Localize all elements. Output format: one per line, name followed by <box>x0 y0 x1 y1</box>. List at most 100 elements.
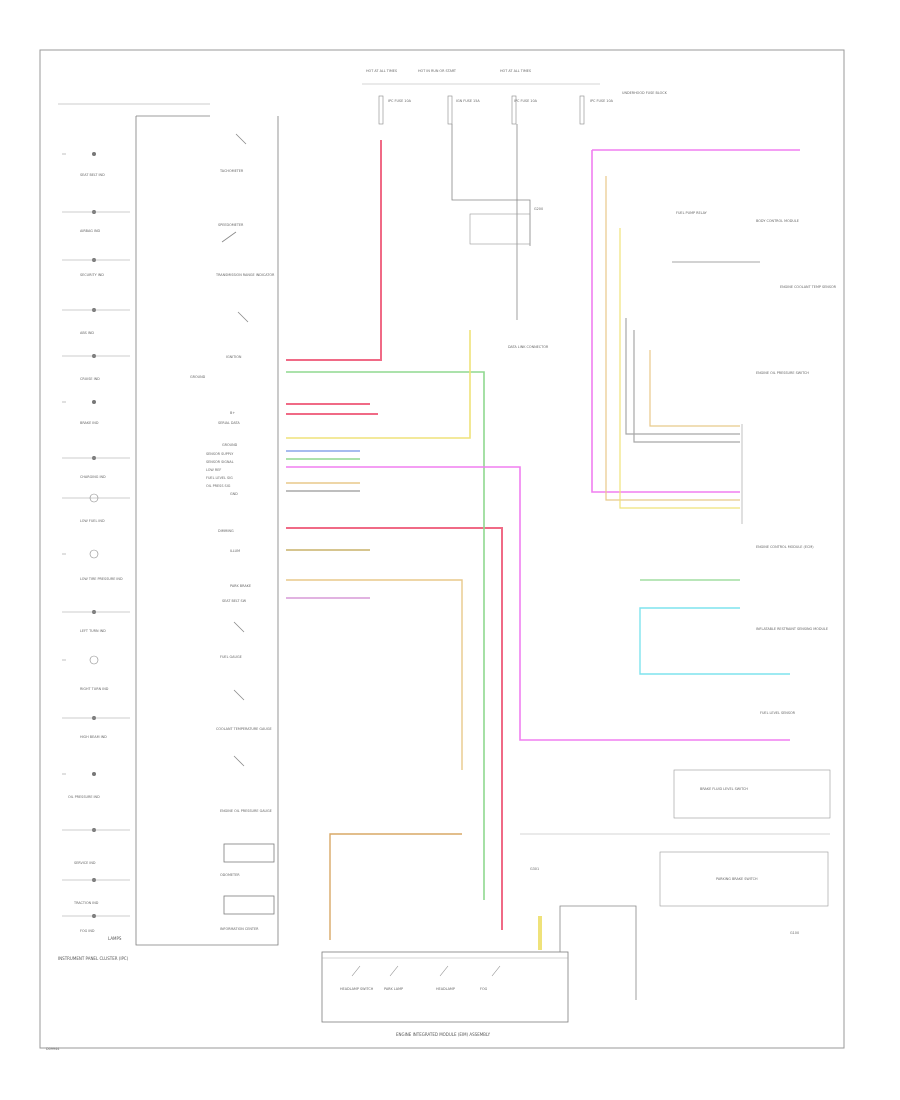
bottom-module: HEADLAMP SWITCH PARK LAMP HEADLAMP FOG E… <box>321 905 637 1037</box>
component-label: BRAKE FLUID LEVEL SWITCH <box>700 787 748 791</box>
indicator-label: ABS IND <box>80 331 94 335</box>
indicator-14: TRACTION IND <box>62 878 130 905</box>
indicator-label: FOG IND <box>80 929 95 933</box>
wire-tan-1 <box>286 579 463 770</box>
pin-label: SENSOR SUPPLY <box>206 452 234 456</box>
indicator-column: SEAT BELT IND AIRBAG IND SECURITY IND AB… <box>62 152 130 933</box>
fuse-label: IPC FUSE 10A <box>590 99 614 103</box>
right-components: FUEL PUMP RELAY BODY CONTROL MODULE ENGI… <box>520 211 837 935</box>
wire-red-1 <box>286 140 382 361</box>
wire-cyan <box>639 607 790 675</box>
wire-red-4 <box>286 527 503 930</box>
indicator-1: AIRBAG IND <box>62 210 130 233</box>
component-label: ENGINE OIL PRESSURE SWITCH <box>756 371 809 375</box>
indicator-label: RIGHT TURN IND <box>80 687 109 691</box>
indicator-4: CRUISE IND <box>62 354 130 381</box>
indicator-label: OIL PRESSURE IND <box>68 795 100 799</box>
pin-label: SERIAL DATA <box>218 421 240 425</box>
pin-label: ILLUM <box>230 549 240 553</box>
wires <box>286 124 800 940</box>
indicator-label: LEFT TURN IND <box>80 629 106 633</box>
fuse-symbols <box>378 95 585 125</box>
indicator-2: SECURITY IND <box>62 258 130 277</box>
indicator-0: SEAT BELT IND <box>62 152 105 177</box>
pin-label: LOW REF <box>206 468 221 472</box>
indicator-label: CRUISE IND <box>80 377 100 381</box>
pin-label: B+ <box>230 411 235 415</box>
indicator-9: LEFT TURN IND <box>62 610 130 633</box>
component-label: BODY CONTROL MODULE <box>756 219 799 223</box>
gauge-5: ENGINE OIL PRESSURE GAUGE <box>220 809 275 863</box>
diagram-code: D09944 <box>46 1047 59 1051</box>
wire-tan-4 <box>605 176 740 501</box>
pin-label: GROUND <box>190 375 206 379</box>
wire-black-1 <box>451 124 531 246</box>
wire-gray-3 <box>625 318 740 435</box>
wire-magenta-3 <box>591 150 740 493</box>
indicator-label: AIRBAG IND <box>80 229 101 233</box>
indicator-6: CHARGING IND <box>62 456 130 479</box>
cluster-pin-labels: IGNITION GROUND B+ SERIAL DATA GROUND SE… <box>190 355 251 603</box>
top-fuse-headers: HOT AT ALL TIMES HOT IN RUN OR START HOT… <box>362 69 668 103</box>
indicator-13: SERVICE IND <box>62 828 130 865</box>
component-label: PARKING BRAKE SWITCH <box>716 877 758 881</box>
gauge-label: INFORMATION CENTER <box>220 927 259 931</box>
pin-label: OIL PRESS SIG <box>206 484 231 488</box>
switch-label: HEADLAMP <box>436 987 455 991</box>
gauge-2: TRANSMISSION RANGE INDICATOR <box>215 273 275 323</box>
wire-gray-4 <box>633 330 740 443</box>
fuse-label: IPC FUSE 10A <box>514 99 538 103</box>
pin-label: FUEL LEVEL SIG <box>206 476 233 480</box>
gauge-label: ENGINE OIL PRESSURE GAUGE <box>220 809 272 813</box>
fuse-header: HOT IN RUN OR START <box>418 69 457 73</box>
gauge-6: ODOMETER <box>220 873 240 877</box>
bottom-module-title: ENGINE INTEGRATED MODULE (EIM) ASSEMBLY <box>396 1032 491 1037</box>
cluster-short-label: LAMPS <box>108 936 122 941</box>
indicator-12: OIL PRESSURE IND <box>62 772 100 799</box>
wire-tan-5 <box>619 228 740 509</box>
pin-label: GROUND <box>222 443 238 447</box>
switch-label: PARK LAMP <box>384 987 403 991</box>
gauge-label: TRANSMISSION RANGE INDICATOR <box>215 273 275 277</box>
indicator-10: RIGHT TURN IND <box>62 655 109 691</box>
gauge-label: SPEEDOMETER <box>218 223 244 227</box>
wire-yellow-1 <box>286 330 471 439</box>
gauge-3: FUEL GAUGE <box>220 621 245 659</box>
component-label: ENGINE COOLANT TEMP SENSOR <box>780 285 837 289</box>
wire-green-1 <box>286 371 485 900</box>
indicator-label: SEAT BELT IND <box>80 173 105 177</box>
indicator-label: CHARGING IND <box>80 475 106 479</box>
switch-label: HEADLAMP SWITCH <box>340 987 374 991</box>
indicator-7: LOW FUEL IND <box>62 493 130 523</box>
component-label: INFLATABLE RESTRAINT SENSING MODULE <box>756 627 828 631</box>
fuse-header: HOT AT ALL TIMES <box>366 69 397 73</box>
gauge-label: FUEL GAUGE <box>220 655 242 659</box>
wire-tan-3 <box>329 833 462 940</box>
fuse-label: IPC FUSE 10A <box>388 99 412 103</box>
indicator-label: HIGH BEAM IND <box>80 735 107 739</box>
gauge-4: COOLANT TEMPERATURE GAUGE <box>216 689 272 767</box>
component-label: DATA LINK CONNECTOR <box>508 345 549 349</box>
pin-label: SEAT BELT SW <box>222 599 247 603</box>
indicator-label: LOW TIRE PRESSURE IND <box>80 577 123 581</box>
indicator-3: ABS IND <box>62 308 130 335</box>
fuse-header: HOT AT ALL TIMES <box>500 69 531 73</box>
component-label: G301 <box>530 867 539 871</box>
gauge-1: SPEEDOMETER <box>218 223 244 243</box>
component-label: G200 <box>534 207 543 211</box>
gauge-column: TACHOMETER SPEEDOMETER TRANSMISSION RANG… <box>215 133 275 931</box>
component-label: FUEL PUMP RELAY <box>676 211 708 215</box>
gauge-7: INFORMATION CENTER <box>220 895 275 931</box>
gauge-label: ODOMETER <box>220 873 240 877</box>
component-label: ENGINE CONTROL MODULE (ECM) <box>756 545 814 549</box>
pin-label: DIMMING <box>218 529 234 533</box>
indicator-11: HIGH BEAM IND <box>62 716 130 739</box>
wire-tan-6 <box>649 350 740 427</box>
component-label: G100 <box>790 931 799 935</box>
indicator-5: BRAKE IND <box>62 400 99 425</box>
pin-label: SENSOR SIGNAL <box>206 460 234 464</box>
pin-label: IGNITION <box>226 355 242 359</box>
indicator-label: TRACTION IND <box>73 901 99 905</box>
indicator-label: SERVICE IND <box>74 861 96 865</box>
